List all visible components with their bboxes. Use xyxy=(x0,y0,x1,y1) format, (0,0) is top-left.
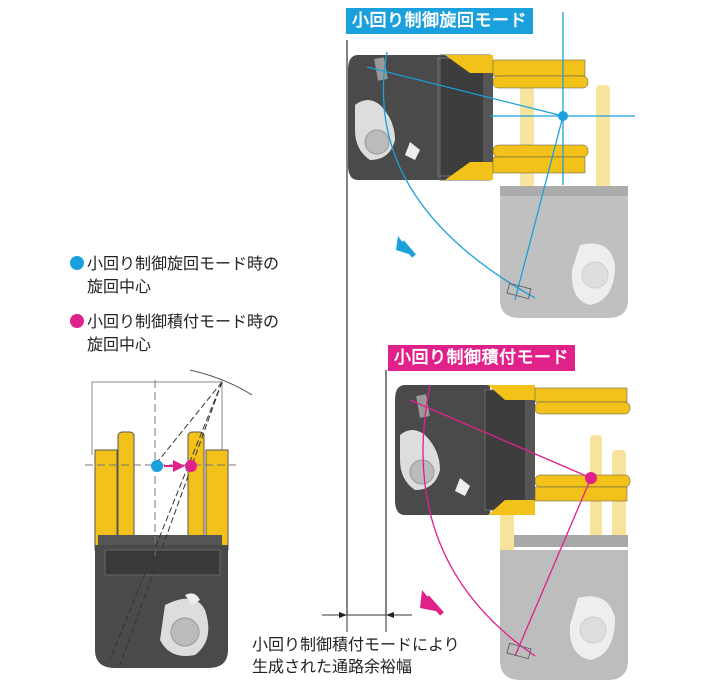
swing-center-dot xyxy=(151,460,163,472)
swing-mode-diagram xyxy=(346,12,635,615)
swing-mode-label: 小回り制御旋回モード xyxy=(346,8,533,34)
legend-item-swing: 小回り制御旋回モード時の 旋回中心 xyxy=(70,252,279,298)
load-center-dot xyxy=(185,460,197,472)
legend-load-line2: 旋回中心 xyxy=(87,335,152,354)
pink-dot-icon xyxy=(70,314,84,328)
caption-line2: 生成された通路余裕幅 xyxy=(252,657,413,676)
legend-swing-line2: 旋回中心 xyxy=(87,277,152,296)
aisle-caption: 小回り制御積付モードにより 生成された通路余裕幅 xyxy=(252,634,460,678)
load-mode-diagram xyxy=(385,370,631,680)
legend-swing-line1: 小回り制御旋回モード時の xyxy=(87,254,280,273)
left-forklift xyxy=(85,369,253,668)
legend-load-line1: 小回り制御積付モード時の xyxy=(87,312,280,331)
caption-line1: 小回り制御積付モードにより xyxy=(252,635,460,654)
aisle-width-dimension xyxy=(322,600,412,632)
load-center-point xyxy=(585,472,597,484)
load-mode-label: 小回り制御積付モード xyxy=(388,345,575,371)
legend-item-load: 小回り制御積付モード時の 旋回中心 xyxy=(70,310,279,356)
blue-dot-icon xyxy=(70,256,84,270)
swing-center-point xyxy=(558,111,568,121)
